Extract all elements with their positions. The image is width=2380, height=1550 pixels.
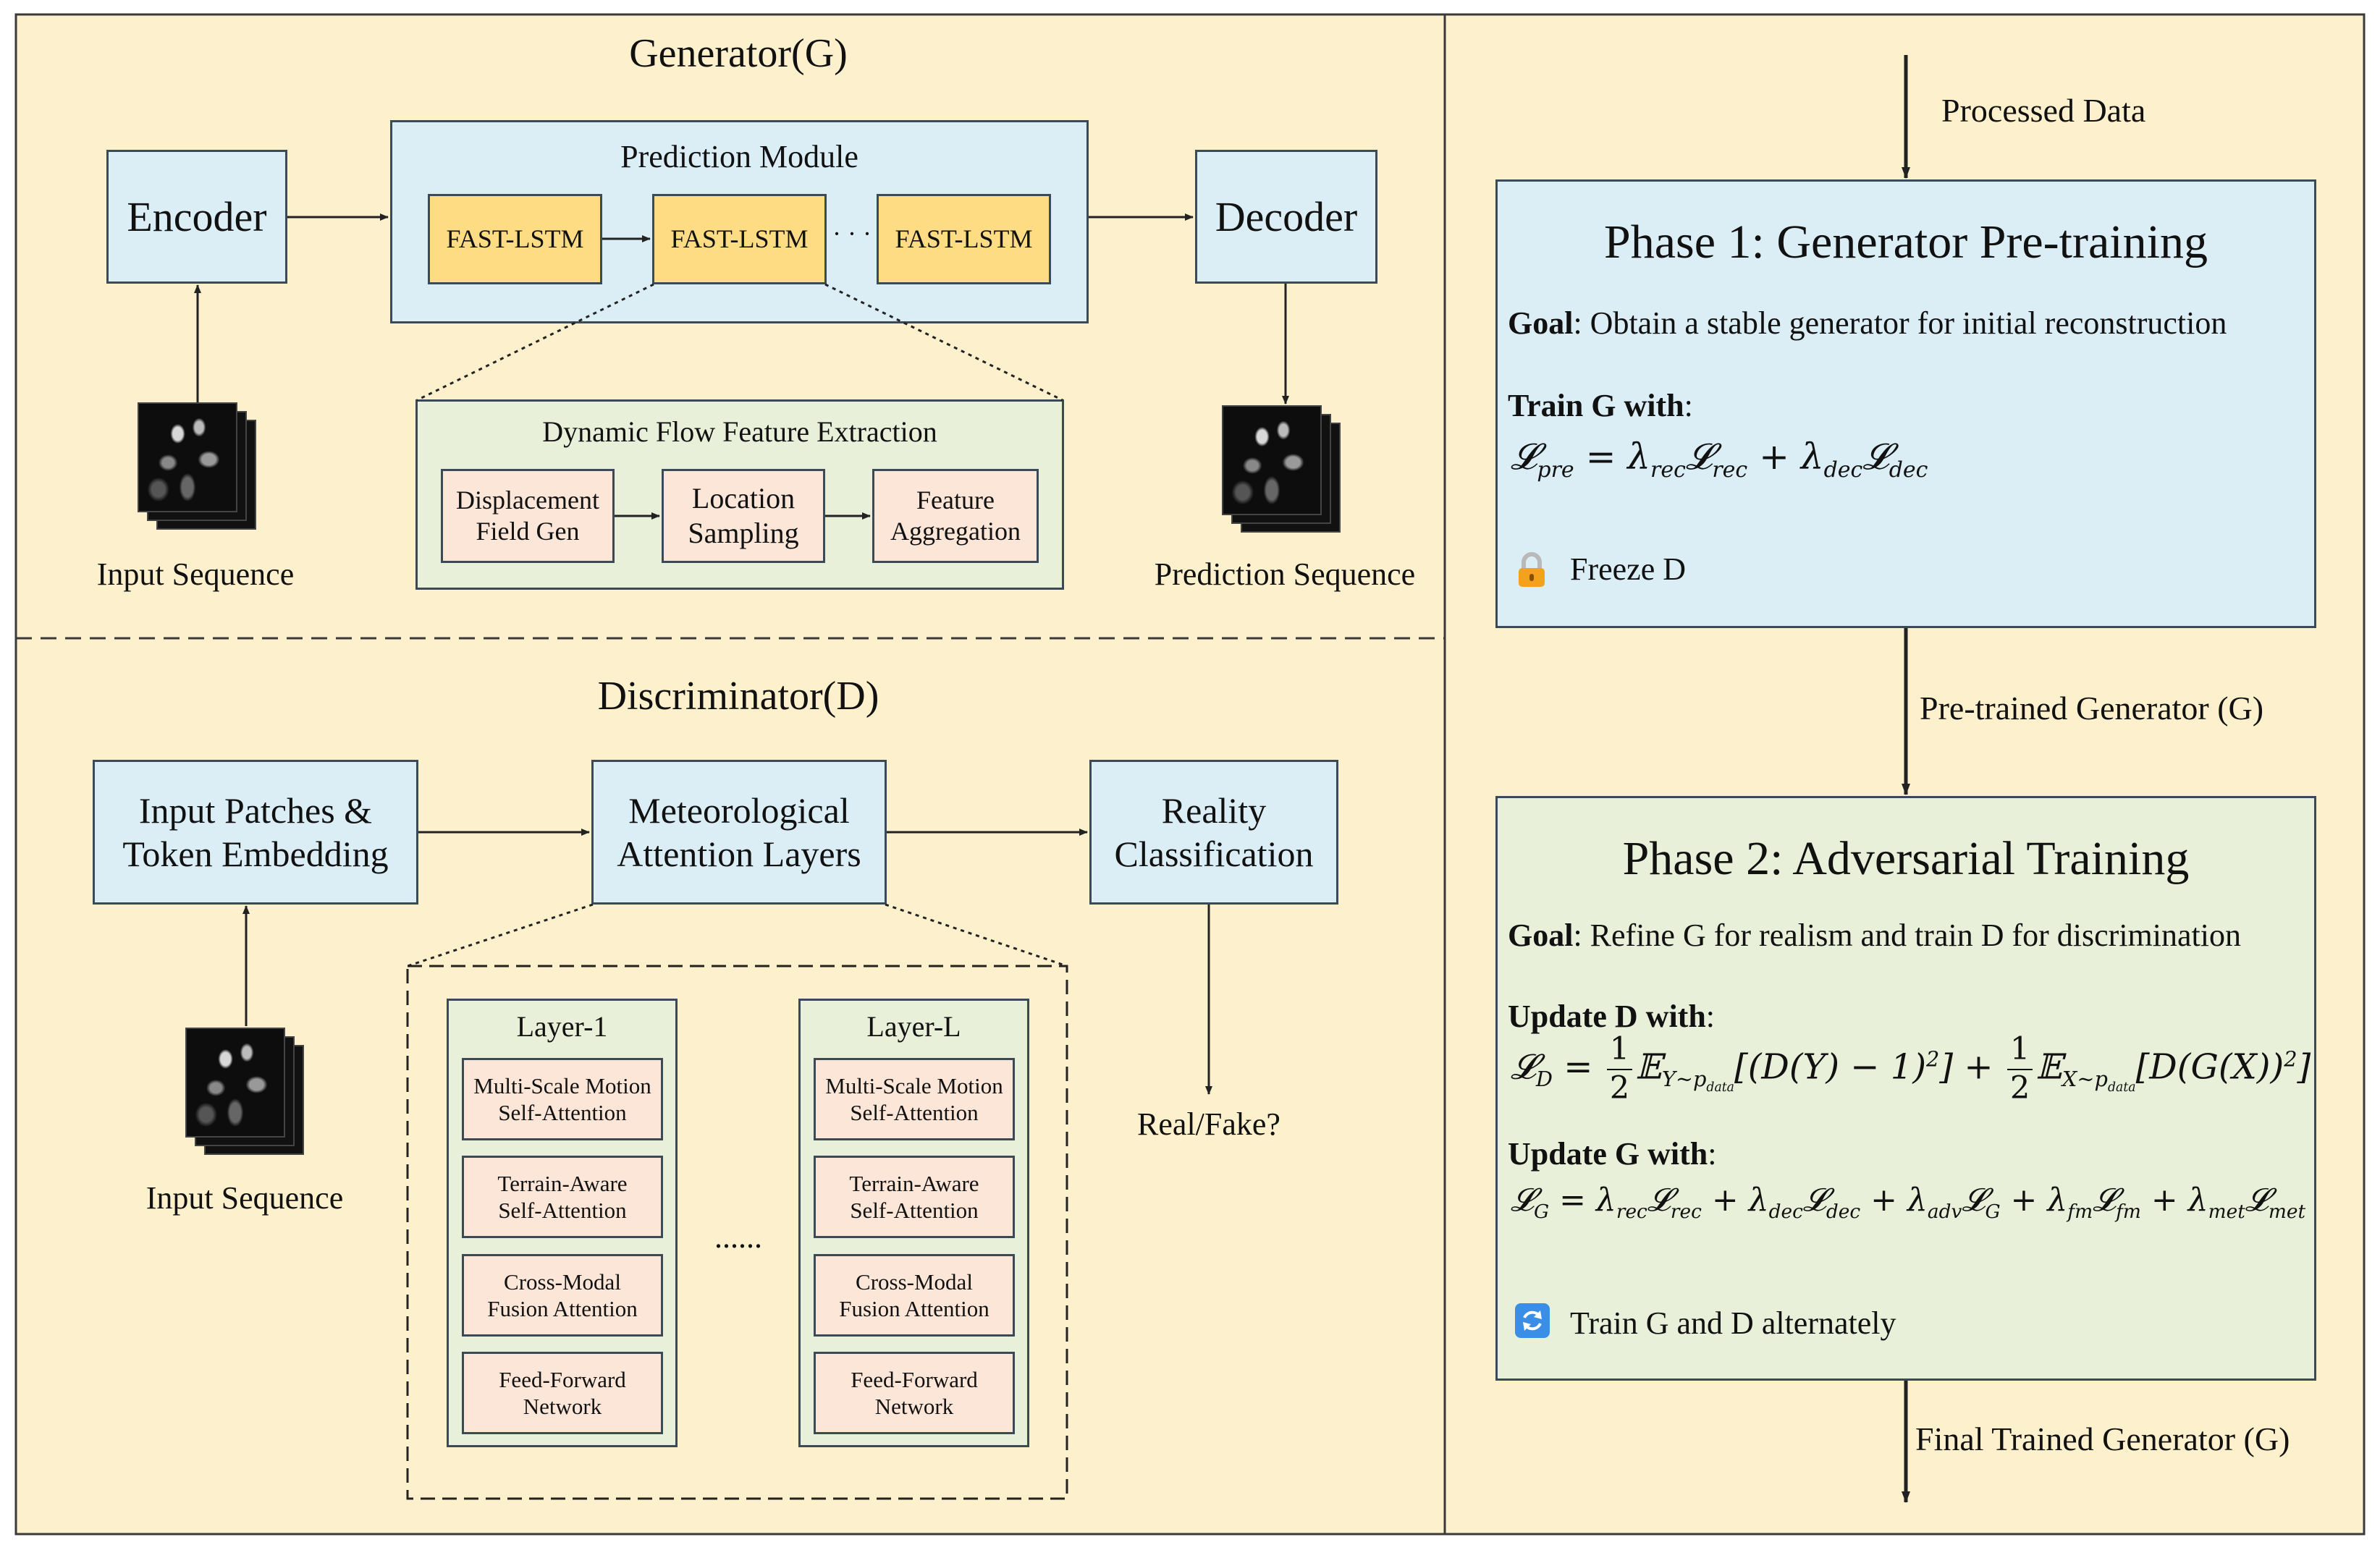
pretrained-generator-label: Pre-trained Generator (G) <box>1920 690 2264 727</box>
phase-2-title: Phase 2: Adversarial Training <box>1622 832 2190 885</box>
feature-label-1: Feature <box>916 485 995 514</box>
encoder-label: Encoder <box>127 192 267 240</box>
location-label-1: Location <box>691 482 796 514</box>
block-label-2: Network <box>523 1394 602 1419</box>
generator-title: Generator(G) <box>629 31 848 76</box>
reality-classification-box: Reality Classification <box>1089 760 1338 905</box>
freeze-d-text: Freeze D <box>1570 551 1687 587</box>
displacement-label-2: Field Gen <box>476 517 580 546</box>
discriminator-title: Discriminator(D) <box>597 674 879 719</box>
fast-lstm-cell-3: FAST-LSTM <box>877 194 1051 284</box>
met-attention-label-1: Meteorological <box>628 790 850 831</box>
colon: : <box>1684 388 1693 423</box>
lock-icon <box>1515 552 1548 588</box>
generator-input-label: Input Sequence <box>96 556 295 592</box>
update-d-text: Update D with <box>1508 999 1706 1034</box>
block-label-2: Self-Attention <box>850 1198 979 1223</box>
layer-l-motion-attention: Multi-Scale Motion Self-Attention <box>814 1058 1015 1140</box>
phase-1-box: Phase 1: Generator Pre-training Goal: Ob… <box>1495 179 2316 628</box>
block-label-1: Cross-Modal <box>856 1269 973 1295</box>
decoder-label: Decoder <box>1215 192 1358 240</box>
layer-l-feed-forward: Feed-Forward Network <box>814 1352 1015 1434</box>
train-g-label: Train G with <box>1508 388 1684 423</box>
dffe-title: Dynamic Flow Feature Extraction <box>542 415 937 448</box>
refresh-icon <box>1515 1303 1550 1338</box>
block-label-1: Terrain-Aware <box>849 1170 979 1196</box>
fast-lstm-label: FAST-LSTM <box>670 224 809 253</box>
location-sampling-box: Location Sampling <box>662 469 825 563</box>
block-label-2: Network <box>874 1394 954 1419</box>
phase-2-box: Phase 2: Adversarial Training Goal: Refi… <box>1495 796 2316 1381</box>
train-alternately-text: Train G and D alternately <box>1570 1305 1896 1341</box>
final-generator-label: Final Trained Generator (G) <box>1915 1420 2290 1457</box>
layers-ellipsis: ...... <box>714 1219 762 1255</box>
block-label-2: Fusion Attention <box>839 1296 989 1321</box>
goal-text: : Refine G for realism and train D for d… <box>1573 918 2241 953</box>
fast-lstm-cell-2: FAST-LSTM <box>652 194 827 284</box>
layer-1-title: Layer-1 <box>516 1010 608 1043</box>
prediction-sequence-label: Prediction Sequence <box>1154 556 1416 592</box>
layer-l-cross-modal-attention: Cross-Modal Fusion Attention <box>814 1254 1015 1337</box>
phase-1-train-label: Train G with: <box>1508 387 1693 425</box>
met-attention-box: Meteorological Attention Layers <box>591 760 887 905</box>
goal-text: : Obtain a stable generator for initial … <box>1573 305 2227 341</box>
feature-aggregation-box: Feature Aggregation <box>872 469 1039 563</box>
update-g-label: Update G with: <box>1508 1135 1716 1174</box>
block-label-1: Cross-Modal <box>504 1269 621 1295</box>
phase-2-goal: Goal: Refine G for realism and train D f… <box>1508 917 2241 955</box>
update-d-label: Update D with: <box>1508 998 1715 1036</box>
reality-label-2: Classification <box>1114 834 1314 874</box>
fast-lstm-label: FAST-LSTM <box>446 224 584 253</box>
prediction-image-stack <box>1222 405 1345 543</box>
block-label-1: Feed-Forward <box>499 1366 626 1392</box>
feature-label-2: Aggregation <box>890 517 1021 546</box>
layer-1-feed-forward: Feed-Forward Network <box>462 1352 663 1434</box>
discriminator-input-label: Input Sequence <box>145 1180 344 1216</box>
input-patches-label-1: Input Patches & <box>138 790 373 831</box>
reality-label-1: Reality <box>1161 790 1267 831</box>
colon: : <box>1705 999 1716 1034</box>
phase-1-title: Phase 1: Generator Pre-training <box>1604 216 2208 268</box>
processed-data-label: Processed Data <box>1941 92 2146 129</box>
block-label-2: Self-Attention <box>498 1198 627 1223</box>
layer-1-cross-modal-attention: Cross-Modal Fusion Attention <box>462 1254 663 1337</box>
block-label-2: Self-Attention <box>850 1100 979 1125</box>
displacement-field-box: Displacement Field Gen <box>441 469 615 563</box>
colon: : <box>1708 1136 1717 1172</box>
layer-l-terrain-attention: Terrain-Aware Self-Attention <box>814 1156 1015 1238</box>
block-label-1: Multi-Scale Motion <box>825 1072 1003 1098</box>
layer-1-motion-attention: Multi-Scale Motion Self-Attention <box>462 1058 663 1140</box>
prediction-module-title: Prediction Module <box>620 139 858 174</box>
pretrain-loss-formula: 𝓛pre = λrec𝓛rec + λdec𝓛dec <box>1511 436 1928 483</box>
block-label-2: Self-Attention <box>498 1100 627 1125</box>
decoder-box: Decoder <box>1195 150 1377 284</box>
lstm-ellipsis: · · · <box>832 219 872 248</box>
displacement-label-1: Displacement <box>456 485 599 514</box>
location-label-2: Sampling <box>688 517 799 549</box>
update-g-text: Update G with <box>1508 1136 1708 1172</box>
encoder-box: Encoder <box>106 150 287 284</box>
block-label-2: Fusion Attention <box>487 1296 638 1321</box>
met-attention-label-2: Attention Layers <box>617 834 861 874</box>
generator-loss-formula: 𝓛G = λrec𝓛rec + λdec𝓛dec + λadv𝓛G + λfm𝓛… <box>1511 1182 2306 1223</box>
goal-label: Goal <box>1508 918 1574 953</box>
generator-input-image-stack <box>138 402 261 540</box>
layer-l-title: Layer-L <box>866 1010 961 1043</box>
layer-1-terrain-attention: Terrain-Aware Self-Attention <box>462 1156 663 1238</box>
real-fake-label: Real/Fake? <box>1137 1106 1280 1142</box>
phase-1-goal: Goal: Obtain a stable generator for init… <box>1508 305 2227 343</box>
block-label-1: Feed-Forward <box>851 1366 978 1392</box>
goal-label: Goal <box>1508 305 1574 341</box>
input-patches-box: Input Patches & Token Embedding <box>93 760 418 905</box>
block-label-1: Terrain-Aware <box>497 1170 628 1196</box>
fast-lstm-label: FAST-LSTM <box>895 224 1033 253</box>
fast-lstm-cell-1: FAST-LSTM <box>428 194 602 284</box>
input-patches-label-2: Token Embedding <box>122 834 389 874</box>
block-label-1: Multi-Scale Motion <box>473 1072 651 1098</box>
discriminator-input-image-stack <box>185 1028 308 1165</box>
